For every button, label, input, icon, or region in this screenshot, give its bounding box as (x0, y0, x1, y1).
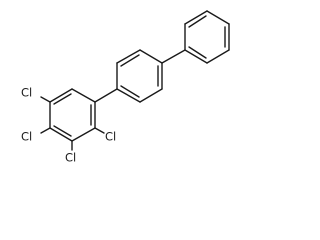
bond-cl-top (40, 96, 51, 103)
bond-ringA-double-2 (53, 125, 72, 137)
bond-ringC-6 (184, 49, 208, 64)
bond-ringB-2 (116, 49, 141, 64)
bond-ringA-6 (49, 88, 73, 103)
bond-ringB-6 (116, 88, 141, 103)
bond-ringC-2 (184, 10, 208, 25)
bond-ringA-4 (49, 127, 73, 142)
bond-ringA-3 (71, 127, 96, 142)
bond-cl-left (40, 127, 51, 134)
bond-cl-right (94, 127, 105, 134)
atom-labels: Cl Cl Cl Cl (21, 86, 116, 165)
atom-label-cl-left: Cl (21, 130, 32, 144)
bond-ringA-1 (71, 88, 96, 103)
bond-ringC-double-3 (188, 46, 207, 59)
atom-label-cl-bottom: Cl (65, 151, 76, 165)
bond-ringC-3 (206, 10, 230, 25)
bond-ringB-3 (139, 49, 163, 64)
atom-label-cl-top: Cl (21, 86, 32, 100)
bonds (40, 10, 230, 151)
bond-ringA-ringB (94, 88, 118, 103)
structure-diagram: Cl Cl Cl Cl (21, 10, 230, 165)
bond-ringC-5 (206, 49, 230, 64)
atom-label-cl-right: Cl (105, 130, 116, 144)
bond-ringB-ringC (161, 49, 186, 64)
bond-ringC-double-1 (188, 15, 207, 28)
bond-ringB-double-3 (120, 85, 140, 98)
bond-ringB-double-1 (120, 54, 140, 67)
bond-ringA-double-3 (53, 93, 72, 105)
bond-ringB-5 (139, 88, 163, 103)
